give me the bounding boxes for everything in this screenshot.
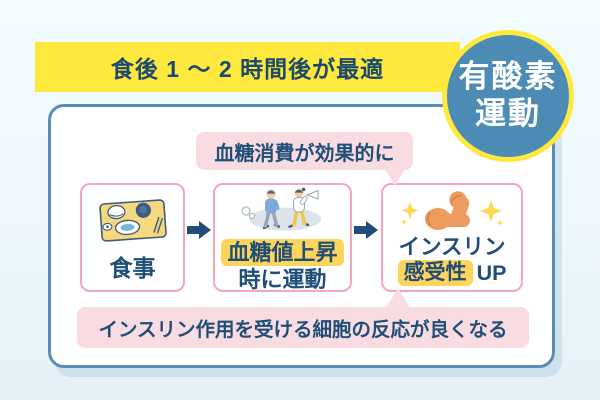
step-exercise-label: 時に運動 [238, 267, 327, 293]
step-exercise: 血糖値上昇 時に運動 [213, 183, 352, 292]
sparkle-icon [401, 202, 419, 226]
top-banner: 食後 1 〜 2 時間後が最適 [35, 42, 460, 92]
right-arrow-icon [187, 221, 211, 239]
top-bubble-text: 血糖消費が効果的に [214, 142, 395, 165]
step-insulin: インスリン 感受性 UP [381, 183, 523, 292]
badge-line2: 運動 [475, 96, 541, 131]
aerobic-exercise-badge: 有酸素 運動 [442, 30, 574, 162]
bottom-speech-bubble: インスリン作用を受ける細胞の反応が良くなる [77, 307, 529, 348]
sparkle-icon [480, 200, 503, 227]
step-meal: 食事 [80, 183, 185, 292]
step-insulin-line1: インスリン [398, 235, 506, 260]
meal-tray-icon [95, 194, 171, 251]
step-meal-label: 食事 [109, 254, 156, 281]
up-suffix: UP [476, 260, 507, 285]
sensitivity-highlight: 感受性 [397, 259, 473, 286]
speech-bubble-tail-down [384, 167, 406, 186]
bottom-bubble-text: インスリン作用を受ける細胞の反応が良くなる [98, 319, 508, 341]
top-speech-bubble: 血糖消費が効果的に [196, 132, 413, 170]
blood-sugar-rise-highlight: 血糖値上昇 [221, 238, 344, 267]
speech-bubble-tail-up [386, 288, 410, 308]
muscle-arm-icon [400, 189, 504, 235]
top-banner-text: 食後 1 〜 2 時間後が最適 [110, 56, 385, 82]
badge-line1: 有酸素 [458, 59, 558, 95]
right-arrow-icon [354, 221, 378, 239]
walking-people-icon [237, 185, 329, 238]
